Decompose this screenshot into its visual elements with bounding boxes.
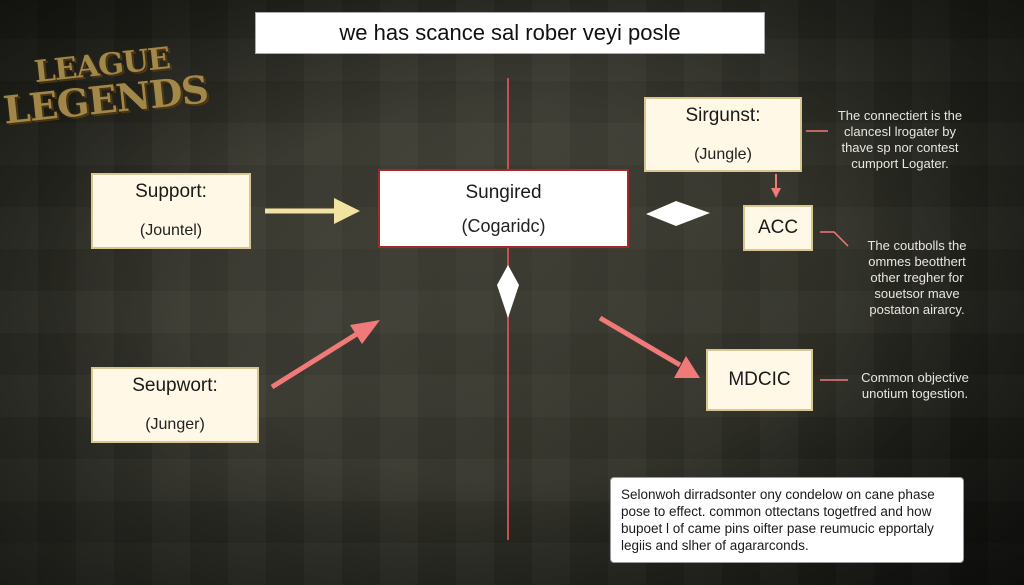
node-support-label: Support:	[135, 181, 207, 202]
note-top: The connectiert is the clancesl lrogater…	[837, 108, 963, 171]
center-to-mdcic-arrow-shaft	[598, 315, 682, 368]
node-acc: ACC	[743, 205, 813, 251]
node-seupwort-sub: (Junger)	[145, 416, 205, 433]
node-mdcic-label: MDCIC	[728, 369, 791, 390]
node-sirgunst-label: Sirgunst:	[685, 104, 761, 126]
node-seupwort-label: Seupwort:	[132, 375, 218, 396]
node-acc-label: ACC	[757, 217, 799, 238]
acc-to-center-kite-arrow	[646, 201, 710, 226]
node-mdcic: MDCIC	[706, 349, 813, 411]
description-box: Selonwoh dirradsonter ony condelow on ca…	[610, 477, 964, 563]
support-to-center-arrowhead	[334, 198, 360, 224]
node-center: Sungired (Cogaridc)	[378, 169, 629, 248]
seupwort-to-center-arrowhead	[350, 320, 380, 344]
node-support-sub: (Jountel)	[139, 222, 203, 239]
node-center-label: Sungired	[465, 181, 542, 203]
node-sirgunst-sub: (Jungle)	[694, 145, 752, 163]
diagram-title: we has scance sal rober veyi posle	[255, 12, 765, 54]
sirgunst-to-acc-arrowhead	[771, 188, 781, 198]
note-low: Common objective unotium togestion.	[861, 370, 969, 401]
node-sirgunst: Sirgunst: (Jungle)	[644, 97, 802, 172]
note-mid: The coutbolls the ommes beotthert other …	[867, 238, 967, 317]
node-seupwort: Seupwort: (Junger)	[91, 367, 259, 443]
node-support: Support: (Jountel)	[91, 173, 251, 249]
center-to-mdcic-arrowhead	[674, 356, 700, 378]
center-down-kite-arrow	[497, 265, 519, 318]
mid-note-connector	[820, 231, 849, 247]
node-center-sub: (Cogaridc)	[461, 215, 546, 236]
seupwort-to-center-arrow-shaft	[270, 329, 362, 390]
